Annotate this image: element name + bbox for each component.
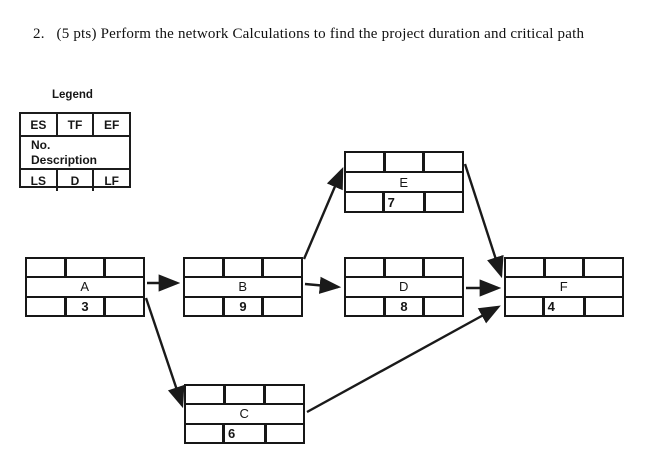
activity-duration: 6 [222, 424, 264, 442]
node-empty-cell [261, 297, 301, 315]
node-empty-cell [422, 153, 462, 171]
node-middle-row: D [346, 276, 462, 295]
node-empty-cell [264, 424, 303, 442]
node-empty-cell [27, 298, 64, 315]
node-empty-cell [346, 298, 383, 315]
legend-d-cell: D [55, 170, 93, 191]
node-top-row [506, 259, 622, 277]
legend-lf-cell: LF [92, 170, 129, 191]
node-empty-cell [582, 259, 622, 277]
node-bottom-row: 7 [346, 191, 462, 211]
activity-name: E [399, 174, 409, 190]
legend-middle-row: No. Description [21, 135, 129, 168]
node-middle-row: B [185, 276, 301, 295]
legend-tf-cell: TF [55, 114, 93, 135]
activity-name: A [80, 279, 90, 295]
legend-top-row: ES TF EF [21, 114, 129, 135]
dependency-arrow-E-F [463, 163, 504, 279]
node-bottom-row: 9 [185, 295, 301, 315]
node-empty-cell [63, 259, 104, 277]
node-top-row [346, 259, 462, 277]
node-empty-cell [103, 297, 143, 315]
legend-ls-cell: LS [30, 173, 46, 188]
legend-box: ES TF EF No. Description LS D LF [19, 112, 131, 191]
node-empty-cell [422, 259, 462, 277]
node-empty-cell [261, 259, 301, 277]
activity-name: F [559, 279, 569, 295]
activity-duration: 9 [221, 297, 262, 315]
dependency-arrow-C-F [306, 305, 501, 414]
activity-duration: 4 [541, 297, 584, 315]
node-empty-cell [185, 298, 222, 315]
node-empty-cell [506, 298, 542, 315]
activity-name: B [238, 279, 248, 295]
node-empty-cell [382, 153, 423, 171]
node-middle-row: C [186, 403, 303, 422]
node-top-row [186, 386, 303, 404]
legend-no-label: No. [31, 138, 51, 152]
node-middle-row: A [27, 276, 143, 295]
node-empty-cell [186, 386, 223, 403]
activity-duration: 7 [381, 193, 424, 211]
node-middle-row: F [506, 276, 622, 295]
node-empty-cell [382, 259, 423, 277]
node-top-row [185, 259, 301, 277]
activity-duration: 8 [382, 297, 423, 315]
node-middle-row: E [346, 171, 462, 191]
activity-name: D [399, 279, 409, 295]
node-empty-cell [423, 193, 462, 211]
legend-description-label: Description [31, 153, 98, 167]
legend-bottom-row: LS D LF [21, 168, 129, 191]
node-bottom-row: 8 [346, 295, 462, 315]
node-empty-cell [542, 259, 583, 277]
node-empty-cell [346, 193, 382, 211]
node-empty-cell [103, 259, 143, 277]
node-empty-cell [185, 259, 222, 276]
dependency-arrow-B-D [304, 276, 342, 294]
legend-title: Legend [52, 89, 93, 101]
node-empty-cell [263, 386, 303, 404]
dependency-arrow-B-E [302, 167, 344, 260]
node-empty-cell [223, 386, 263, 404]
node-empty-cell [221, 259, 262, 277]
node-empty-cell [346, 259, 383, 276]
node-empty-cell [346, 153, 383, 171]
node-empty-cell [583, 297, 622, 315]
activity-duration: 3 [63, 297, 104, 315]
node-bottom-row: 3 [27, 295, 143, 315]
activity-name: C [239, 406, 250, 422]
node-top-row [346, 153, 462, 171]
legend-ef-cell: EF [92, 114, 129, 135]
node-bottom-row: 6 [186, 422, 303, 442]
node-empty-cell [422, 297, 462, 315]
legend-es-cell: ES [30, 117, 47, 132]
node-empty-cell [506, 259, 543, 276]
node-empty-cell [27, 259, 64, 276]
dependency-arrow-A-C [144, 297, 185, 409]
node-empty-cell [186, 425, 222, 442]
problem-statement: 2. (5 pts) Perform the network Calculati… [33, 26, 585, 42]
node-bottom-row: 4 [506, 295, 622, 315]
node-top-row [27, 259, 143, 277]
